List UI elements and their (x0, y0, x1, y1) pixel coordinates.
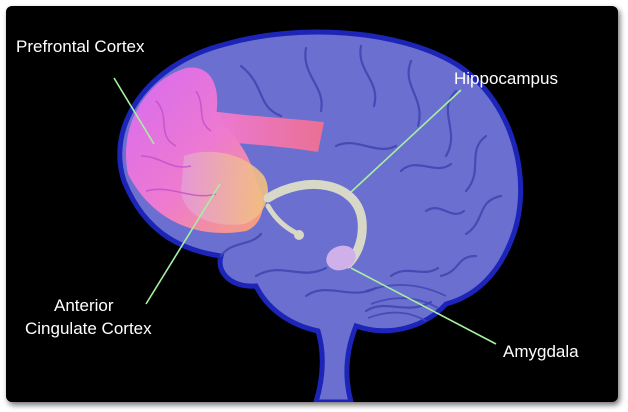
prefrontal-folds (140, 90, 217, 197)
label-anterior-cingulate-line2: Cingulate Cortex (25, 319, 152, 338)
leader-amygdala (350, 267, 497, 345)
brain-diagram (113, 29, 524, 402)
leader-acc (145, 183, 221, 305)
mammillary-node (294, 230, 304, 240)
leader-lines (113, 77, 497, 345)
cingulate-band (211, 111, 324, 152)
label-anterior-cingulate-line1: Anterior (54, 296, 114, 315)
label-hippocampus: Hippocampus (454, 69, 558, 88)
anterior-cingulate-region (181, 151, 268, 225)
amygdala-shape (326, 245, 356, 271)
brain-folds (219, 44, 503, 313)
label-amygdala: Amygdala (503, 342, 579, 361)
leader-prefrontal (113, 77, 155, 145)
diagram-frame: Prefrontal Cortex Hippocampus Anterior C… (6, 6, 618, 402)
leader-hippocampus (350, 89, 462, 193)
hippocampus-shape (263, 180, 367, 269)
label-prefrontal-cortex: Prefrontal Cortex (16, 37, 145, 56)
